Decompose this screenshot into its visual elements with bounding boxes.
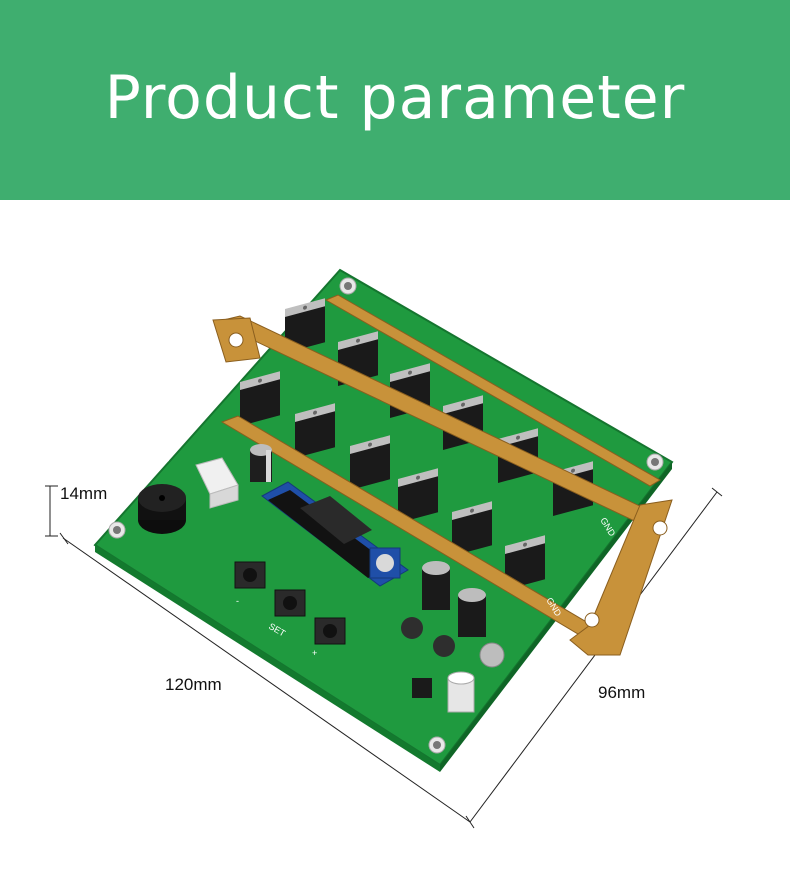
potentiometer [369, 547, 401, 579]
input-connector [195, 457, 239, 509]
dimension-width-label: 96mm [598, 683, 646, 702]
label-plus: + [312, 648, 317, 658]
capacitor-large [422, 561, 486, 713]
dimension-height-label: 14mm [60, 484, 108, 503]
copper-bar-bottom [220, 415, 673, 656]
label-minus: - [236, 596, 239, 606]
dimension-length-label: 120mm [165, 675, 222, 694]
mosfet-row-bottom [240, 371, 545, 590]
product-image-area: - SET + GND GND IN 14mm 120mm 96mm [0, 200, 790, 883]
pcb-edge [95, 545, 440, 772]
capacitor-small [250, 444, 272, 482]
dimension-lines [45, 485, 723, 829]
page-title: Product parameter [104, 63, 686, 133]
voltage-regulator [412, 642, 505, 698]
pcb-product-illustration: - SET + GND GND IN [45, 268, 723, 829]
inductors [401, 617, 455, 657]
buzzer [138, 484, 186, 534]
buttons [234, 561, 346, 645]
header-banner: Product parameter [0, 0, 790, 200]
mounting-holes [108, 277, 664, 754]
label-in: IN [161, 450, 174, 463]
copper-bar-top [212, 294, 667, 527]
